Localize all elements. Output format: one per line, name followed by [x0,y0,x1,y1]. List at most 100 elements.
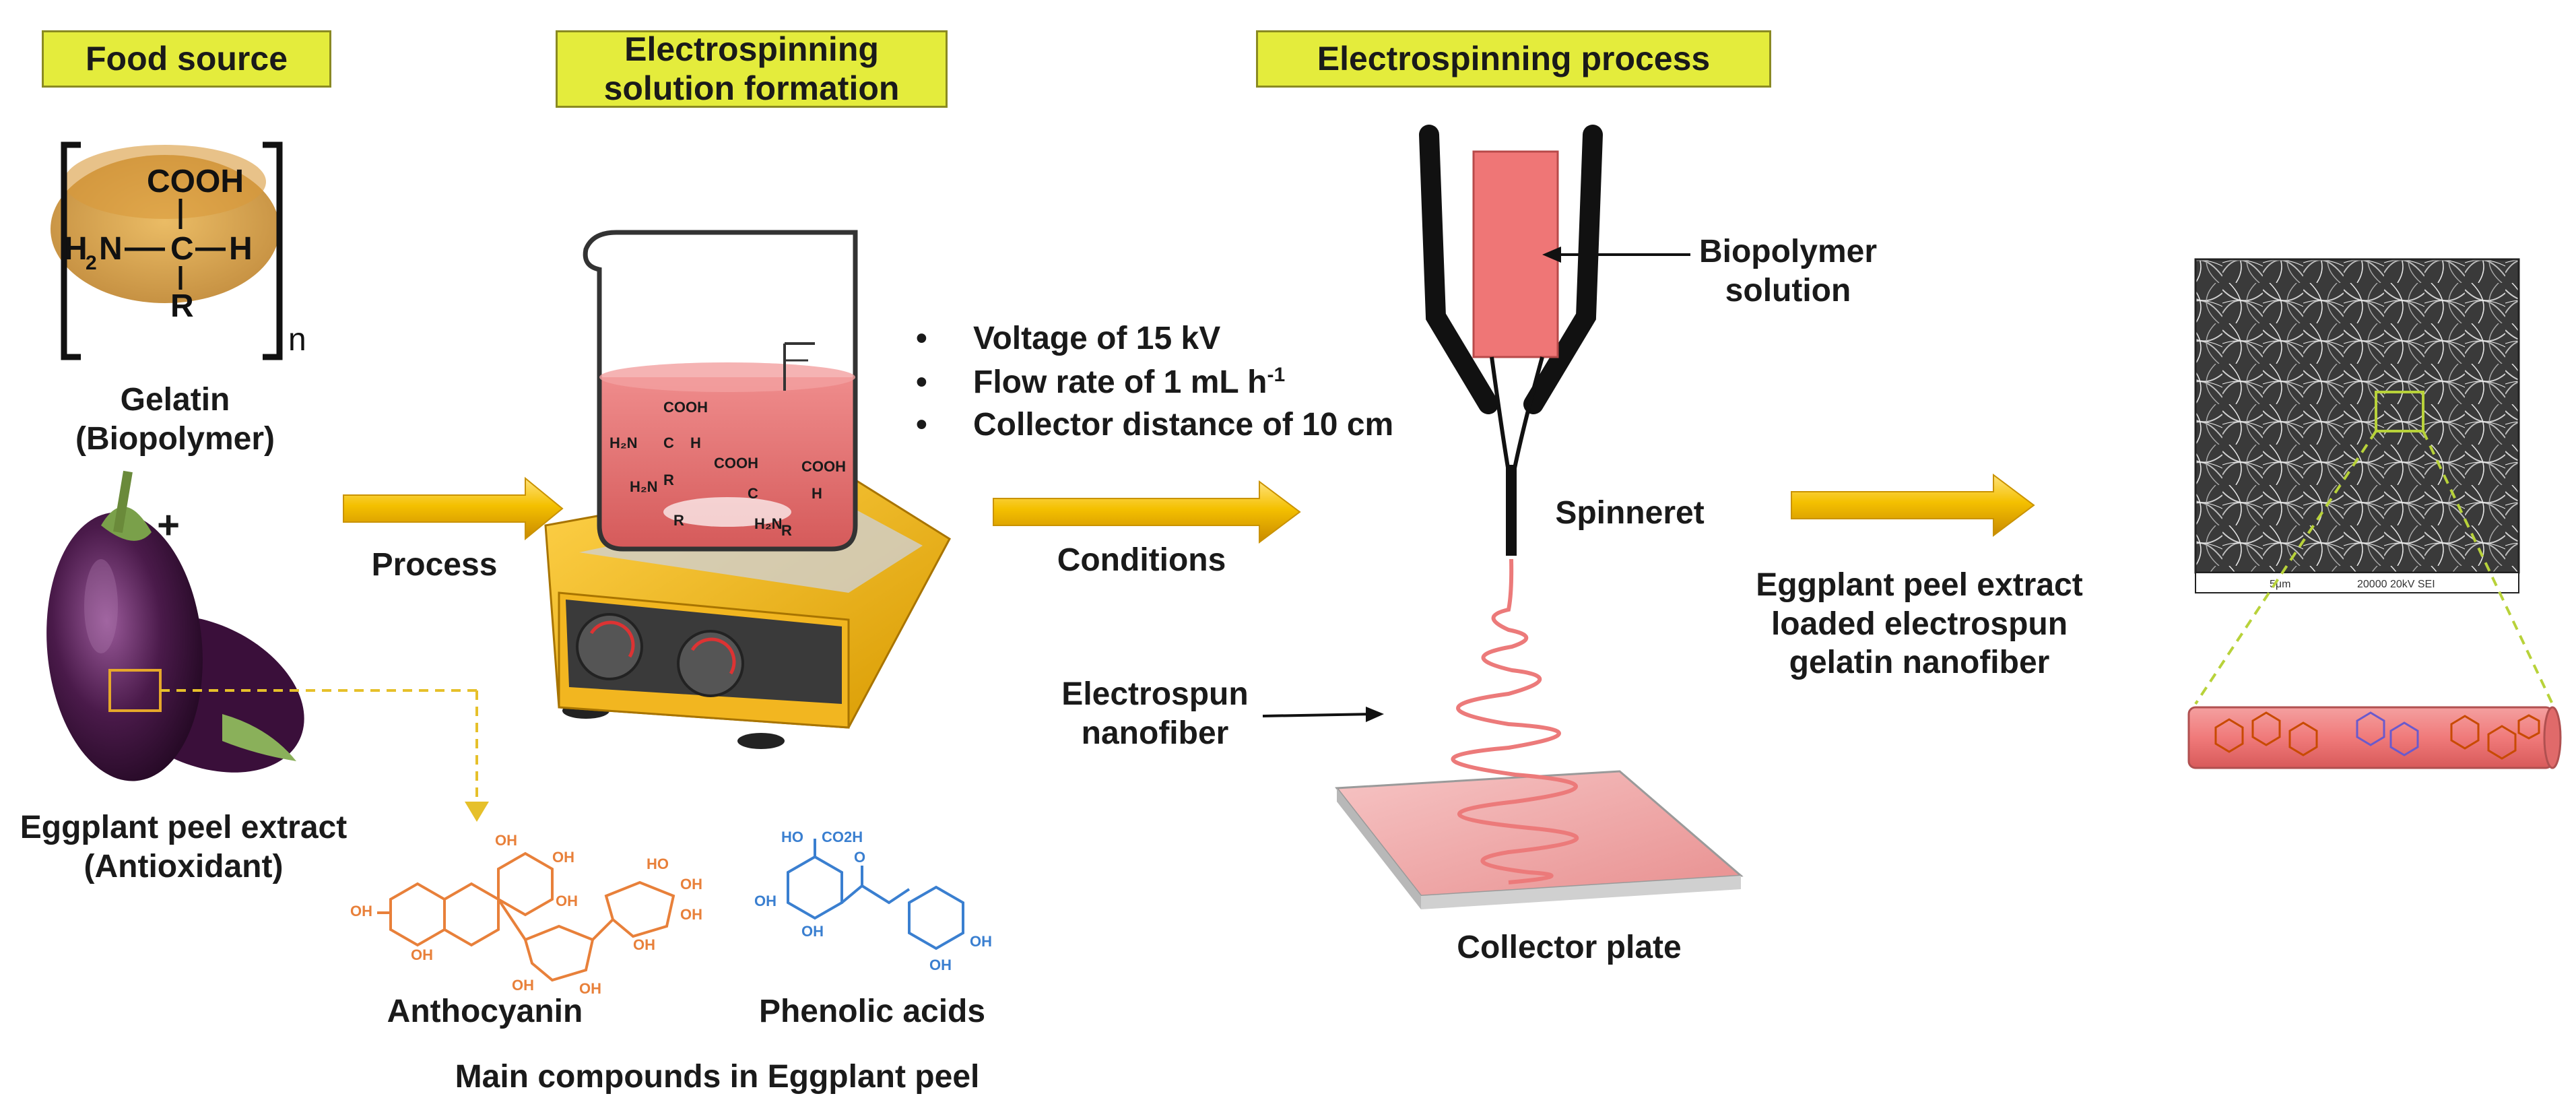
nanofiber-line1: Electrospun [1061,676,1249,712]
gelatin-cooh-label: COOH [147,164,244,199]
svg-text:OH: OH [411,946,433,963]
svg-text:COOH: COOH [714,455,758,472]
svg-text:OH: OH [801,923,824,940]
svg-text:OH: OH [512,977,534,994]
gelatin-brackets [61,141,283,360]
condition-voltage-text: Voltage of 15 kV [973,321,1221,356]
main-compounds-caption: Main compounds in Eggplant peel [455,1059,980,1095]
svg-text:OH: OH [579,980,601,997]
gelatin-structure: COOH H 2 N C H R n [64,164,306,358]
gelatin-h-label: H [64,231,88,267]
eggplant-label-line1: Eggplant peel extract [20,810,348,845]
header-food-source-text: Food source [85,39,288,77]
gelatin-r-label: R [170,288,194,324]
result-arrow [1791,474,2035,537]
phenolic-acids-label: Phenolic acids [758,994,986,1029]
zoom-guides [2194,430,2554,705]
anthocyanin-groups: OH OH OH OH OH OH OH HO OH OH OH [350,832,702,997]
svg-text:R: R [781,522,792,539]
biopolymer-solution-label: Biopolymer solution [1684,232,1892,310]
eggplant-label-line2: (Antioxidant) [84,848,284,884]
plus-sign: + [157,503,180,547]
condition-flow-rate: • Flow rate of 1 mL h-1 [916,364,1286,401]
svg-text:OH: OH [680,876,702,893]
nanofiber-line2: nanofiber [1081,715,1229,751]
phenolic-acid-structure [787,839,964,950]
result-line1: Eggplant peel extract [1756,567,2083,603]
bullet-dot: • [916,321,927,356]
svg-text:OH: OH [556,893,578,909]
loaded-nanofiber [2187,706,2562,769]
arrow-label-process: Process [371,547,498,583]
gelatin-powder-bowl [51,145,279,303]
svg-text:OH: OH [552,849,574,866]
condition-distance-text: Collector distance of 10 cm [973,407,1394,443]
svg-text:OH: OH [633,936,655,953]
eggplant-image [46,470,304,781]
header-solution-line1: Electrospinning [624,30,879,68]
phenolic-groups: HO CO2H OH OH O OH OH [754,829,992,973]
eggplant-peel-guide [160,689,478,805]
header-electrospinning-process: Electrospinning process [1256,30,1771,88]
beaker-molecules: COOH H₂N C H R COOH H₂N C H R COOH H₂N R [609,399,846,539]
svg-text:C: C [663,434,674,451]
svg-text:COOH: COOH [663,399,708,416]
conditions-arrow [993,480,1301,544]
peel-guide-arrowhead [465,802,489,822]
sem-scale: 5μm [2270,579,2290,590]
gelatin-repeat-label: n [288,322,306,358]
sem-info-bar [2195,572,2519,593]
svg-text:CO2H: CO2H [822,829,863,845]
svg-text:OH: OH [929,957,952,973]
spinneret-label: Spinneret [1555,495,1705,531]
svg-text:C: C [748,485,758,502]
biopolymer-line2: solution [1725,272,1851,309]
header-solution-line2: solution formation [603,69,900,107]
gelatin-label-line1: Gelatin [120,382,230,418]
gelatin-n-label: N [99,231,123,267]
header-solution-formation: Electrospinning solution formation [556,30,948,108]
biopolymer-pointer-head [1542,247,1561,263]
svg-text:H: H [812,485,822,502]
condition-flow-text: Flow rate of 1 mL h [973,364,1267,400]
collector-plate [1335,770,1744,909]
svg-text:R: R [663,472,674,488]
svg-text:OH: OH [350,903,372,919]
svg-text:OH: OH [495,832,517,849]
condition-distance: • Collector distance of 10 cm [916,406,1394,443]
gelatin-label: Gelatin (Biopolymer) [74,381,276,458]
spinneret [1419,125,1603,556]
nanofiber-pointer [1262,713,1375,717]
condition-voltage: • Voltage of 15 kV [916,320,1221,357]
svg-text:OH: OH [680,906,702,923]
arrow-label-conditions: Conditions [1057,542,1226,578]
gelatin-sub-label: 2 [86,252,97,274]
svg-text:HO: HO [781,829,803,845]
svg-text:OH: OH [754,893,777,909]
gelatin-c-label: C [170,231,194,267]
sem-image [2194,258,2520,574]
beaker [583,230,858,552]
sem-zoom-box [2375,391,2424,432]
gelatin-label-line2: (Biopolymer) [75,420,275,457]
result-line2: loaded electrospun [1771,606,2068,642]
svg-text:OH: OH [970,933,992,950]
eggplant-label: Eggplant peel extract (Antioxidant) [0,808,367,886]
result-label: Eggplant peel extract loaded electrospun… [1721,566,2118,682]
anthocyanin-label: Anthocyanin [387,994,583,1029]
sem-info: 20000 20kV SEI [2357,579,2435,590]
bullet-dot: • [916,364,927,400]
condition-flow-sup: -1 [1267,364,1286,386]
gelatin-right-h-label: H [229,231,253,267]
svg-text:H: H [690,434,701,451]
svg-text:HO: HO [647,855,669,872]
svg-text:R: R [673,512,684,529]
svg-text:H₂N: H₂N [630,478,658,495]
anthocyanin-structure [377,851,675,982]
svg-text:H₂N: H₂N [609,434,638,451]
bullet-dot: • [916,407,927,443]
svg-text:O: O [854,849,865,866]
nanofiber-pointer-head [1366,707,1384,722]
gelatin-bonds [125,199,226,290]
